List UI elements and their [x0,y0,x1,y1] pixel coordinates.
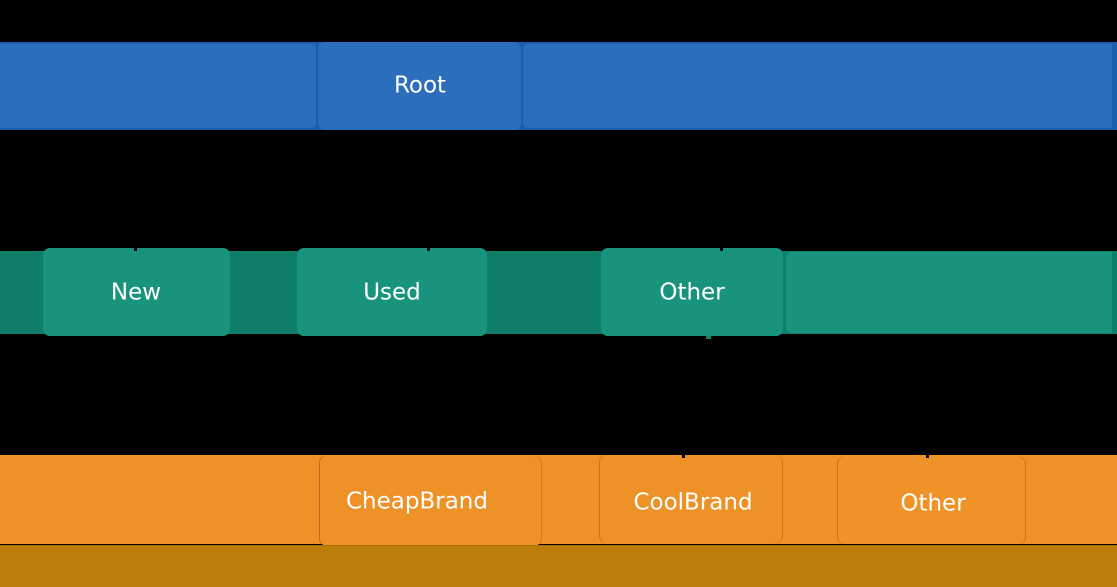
node-edge-tick [706,336,711,339]
node-cheapbrand [320,456,541,546]
node-used [297,248,487,336]
node-cheapbrand-label: CheapBrand [346,488,488,515]
seam-notch [134,248,137,251]
seam-notch [427,248,430,251]
node-coolbrand [600,455,782,543]
seam-notch [926,455,929,458]
level4-row-band [0,545,1117,587]
node-other-level2-label: Other [659,279,725,306]
node-new [43,248,230,336]
node-other-level3-label: Other [900,490,966,517]
node-coolbrand-label: CoolBrand [633,489,753,516]
node-other-level2 [601,248,783,336]
level2-sibling-right [786,252,1112,333]
seam-notch [682,455,685,458]
node-root-label: Root [393,72,447,99]
level1-sibling-left [0,44,316,128]
seam-notch [720,248,723,251]
level1-sibling-right [523,44,1112,128]
node-used-label: Used [363,279,421,306]
node-new-label: New [110,279,162,306]
node-root [318,42,521,130]
node-other-level3 [838,457,1025,544]
